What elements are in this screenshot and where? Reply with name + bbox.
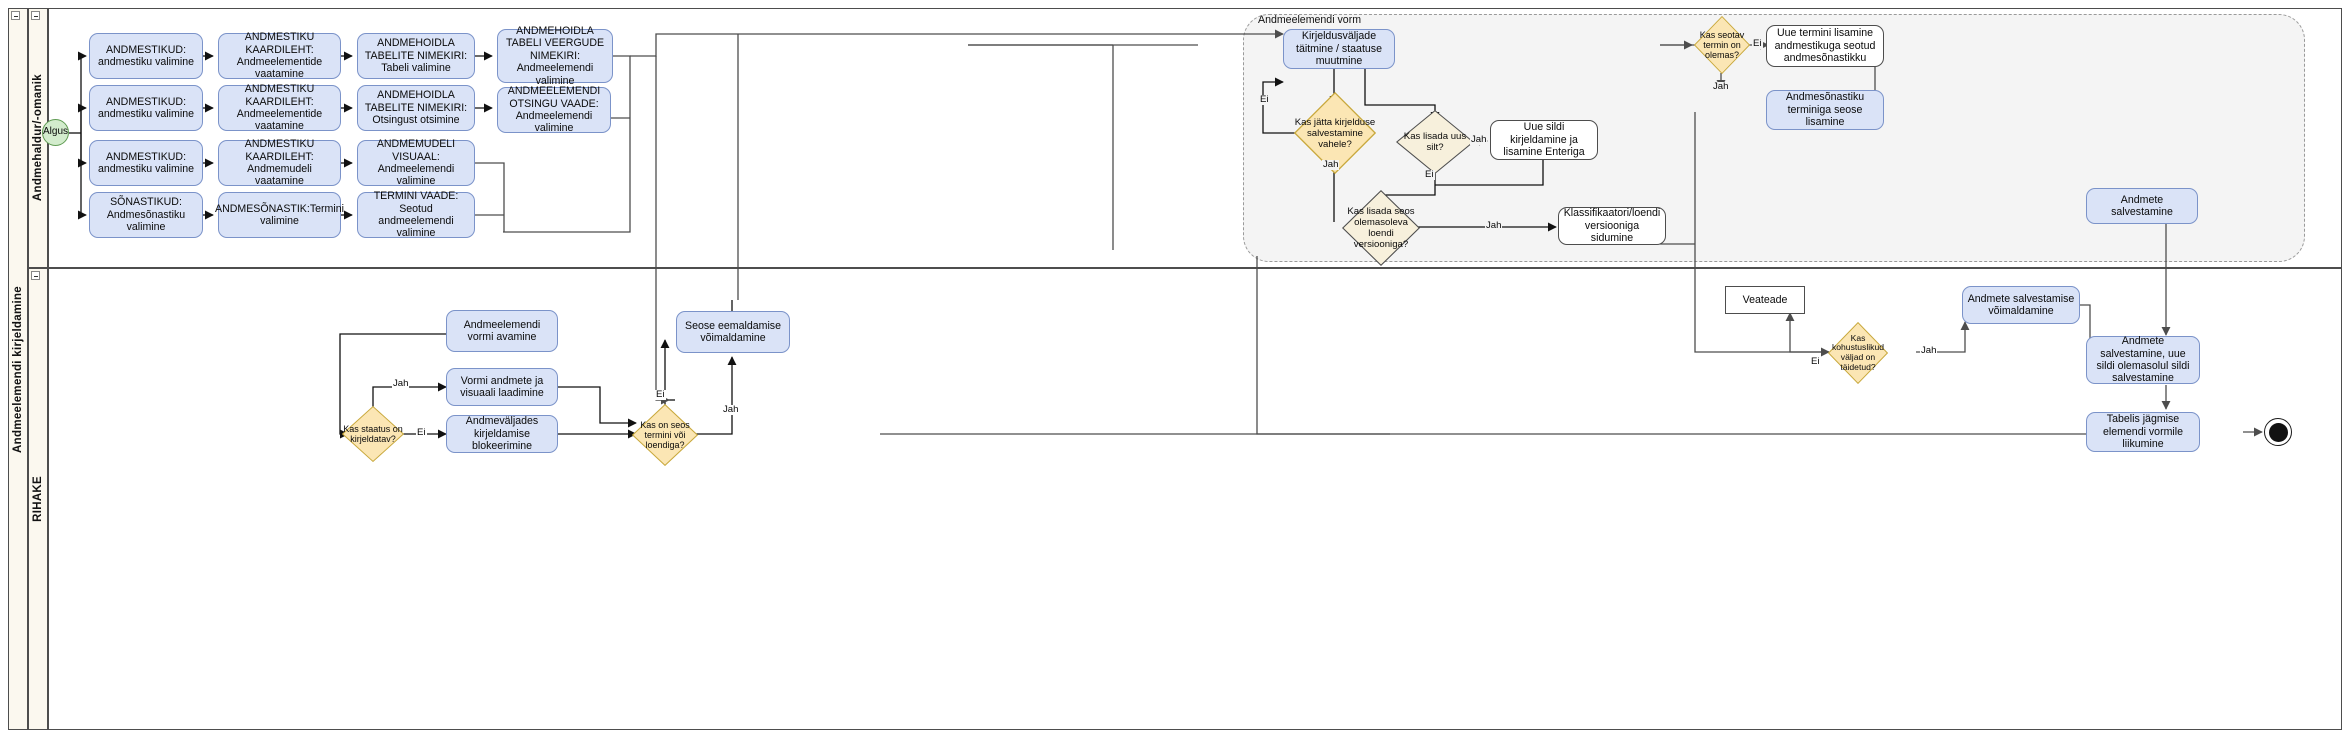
decision-status-describable[interactable]: Kas staatus on kirjeldatav? [342,406,404,462]
decision-skip-save-label: Kas jätta kirjelduse salvestamine vahele… [1294,116,1376,150]
node-save-data[interactable]: Andmete salvestamine [2086,188,2198,224]
decision-mandatory-filled[interactable]: Kas kohustuslikud väljad on täidetud? [1828,322,1888,384]
edge-label-has-related-term-no: Ei [1752,38,1763,49]
edge-label-add-relation-yes: Jah [1485,220,1503,231]
node-term-relation[interactable]: Andmesõnastiku terminiga seose lisamine [1766,90,1884,130]
edge-label-has-related-term-yes: Jah [1712,81,1730,92]
node-new-tag[interactable]: Uue sildi kirjeldamine ja lisamine Enter… [1490,120,1598,160]
node-r3c2[interactable]: ANDMESTIKU KAARDILEHT: Andmemudeli vaata… [218,138,341,187]
node-load-form[interactable]: Vormi andmete ja visuaali laadimine [446,368,558,406]
diamond-shape [1396,110,1474,174]
decision-has-term-or-list[interactable]: Kas on seos termini või loendiga? [632,404,698,466]
node-error-message: Veateade [1725,286,1805,314]
pool-title: Andmeelemendi kirjeldamine [8,8,28,730]
node-r2c2[interactable]: ANDMESTIKU KAARDILEHT: Andmeelementide v… [218,83,341,132]
decision-has-related-term-label: Kas seotav termin on olemas? [1699,30,1745,60]
node-r1c2[interactable]: ANDMESTIKU KAARDILEHT: Andmeelementide v… [218,31,341,80]
edge-label-status-no: Ei [416,427,427,438]
edge-label-status-yes: Jah [392,378,410,389]
start-node: Algus [42,119,69,146]
decision-has-related-term[interactable]: Kas seotav termin on olemas? [1694,16,1750,74]
collapse-minus-icon-pool[interactable] [11,11,20,20]
node-r2c1[interactable]: ANDMESTIKUD: andmestiku valimine [89,85,203,131]
node-r4c2[interactable]: ANDMESÕNASTIK:Termini valimine [215,192,344,238]
node-r3c3[interactable]: ANDMEMUDELI VISUAAL: Andmeelemendi valim… [357,138,475,187]
collapse-minus-icon-lane2[interactable] [31,271,40,280]
node-r2c4[interactable]: ANDMEELEMENDI OTSINGU VAADE: Andmeelemen… [497,85,611,134]
diamond-shape [1694,16,1750,74]
node-go-next[interactable]: Tabelis jägmise elemendi vormile liikumi… [2086,412,2200,452]
diamond-shape [1828,322,1888,384]
node-classifier-link[interactable]: Klassifikaatori/loendi versiooniga sidum… [1558,207,1666,245]
diamond-shape [1294,92,1376,174]
node-r1c3[interactable]: ANDMEHOIDLA TABELITE NIMEKIRI: Tabeli va… [357,33,475,79]
node-save-new-tag[interactable]: Andmete salvestamine, uue sildi olemasol… [2086,335,2200,384]
node-enable-save[interactable]: Andmete salvestamise võimaldamine [1962,286,2080,324]
lane2-title: RIHAKE [28,268,48,730]
pool-title-label: Andmeelemendi kirjeldamine [12,285,24,453]
decision-status-describable-label: Kas staatus on kirjeldatav? [343,424,403,444]
decision-add-tag-label: Kas lisada uus silt? [1403,131,1467,153]
decision-has-term-or-list-label: Kas on seos termini või loendiga? [640,420,690,450]
node-new-term[interactable]: Uue termini lisamine andmestikuga seotud… [1766,25,1884,67]
node-r3c1[interactable]: ANDMESTIKUD: andmestiku valimine [89,140,203,186]
node-fill-fields[interactable]: Kirjeldusväljade täitmine / staatuse muu… [1283,29,1395,69]
decision-skip-save[interactable]: Kas jätta kirjelduse salvestamine vahele… [1294,92,1376,174]
diamond-shape [632,404,698,466]
diamond-shape [1342,190,1420,266]
lane2-body [48,268,2342,730]
decision-add-tag[interactable]: Kas lisada uus silt? [1396,110,1474,174]
diamond-shape [342,406,404,462]
edge-label-has-term-no: Ei [655,389,666,400]
end-node [2264,418,2292,446]
node-remove-relation[interactable]: Seose eemaldamise võimaldamine [676,311,790,353]
edge-label-add-tag-yes: Jah [1470,134,1488,145]
node-r1c1[interactable]: ANDMESTIKUD: andmestiku valimine [89,33,203,79]
edge-label-skip-save-no: Ei [1259,94,1270,105]
edge-label-mandatory-yes: Jah [1920,345,1938,356]
lane2-title-label: RIHAKE [32,476,44,522]
decision-add-relation[interactable]: Kas lisada seos olemasoleva loendi versi… [1342,190,1420,266]
edge-label-mandatory-no: Ei [1810,356,1821,367]
node-r4c3[interactable]: TERMINI VAADE: Seotud andmeelemendi vali… [357,190,475,239]
edge-label-add-tag-no: Ei [1424,169,1435,180]
edge-label-has-term-yes: Jah [722,404,740,415]
collapse-minus-icon-lane1[interactable] [31,11,40,20]
decision-mandatory-filled-label: Kas kohustuslikud väljad on täidetud? [1831,332,1885,372]
node-r1c4[interactable]: ANDMEHOIDLA TABELI VEERGUDE NIMEKIRI: An… [497,25,613,87]
decision-add-relation-label: Kas lisada seos olemasoleva loendi versi… [1347,206,1415,250]
node-open-form[interactable]: Andmeelemendi vormi avamine [446,310,558,352]
andmeelemendi-vorm-group-label: Andmeelemendi vorm [1258,14,1362,26]
edge-label-skip-save-yes: Jah [1322,159,1340,170]
node-r4c1[interactable]: SÕNASTIKUD: Andmesõnastiku valimine [89,192,203,238]
node-r2c3[interactable]: ANDMEHOIDLA TABELITE NIMEKIRI: Otsingust… [357,85,475,131]
node-block-fields[interactable]: Andmeväljades kirjeldamise blokeerimine [446,415,558,453]
